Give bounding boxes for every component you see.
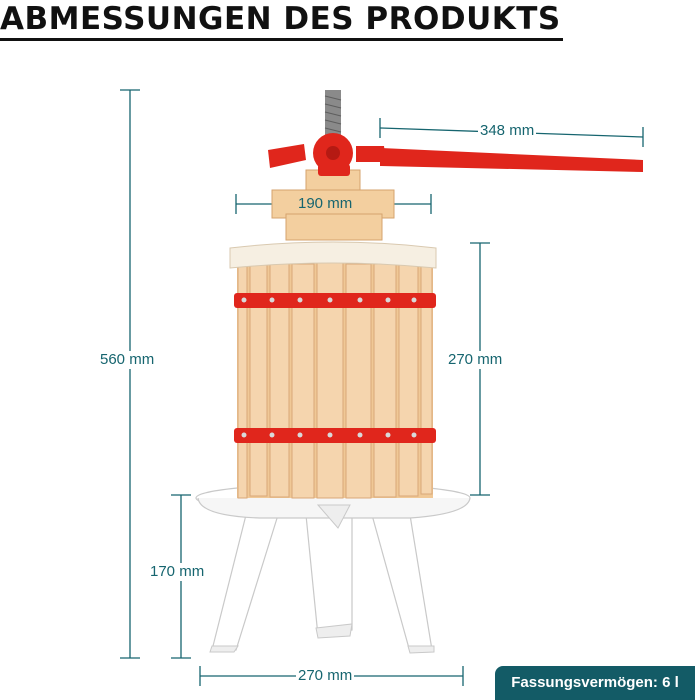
stand-legs [211, 514, 433, 653]
stand-feet [209, 623, 435, 654]
page-title: ABMESSUNGEN DES PRODUKTS [0, 1, 561, 37]
title-underline [0, 38, 563, 41]
stand-height-label: 170 mm [148, 563, 207, 581]
tray-spout [316, 504, 351, 529]
capacity-badge: Fassungsvermögen: 6 l [495, 666, 695, 700]
total-height-label: 560 mm [98, 351, 157, 369]
base-width-label: 270 mm [296, 667, 355, 685]
top-width-label: 190 mm [298, 195, 353, 212]
basket-height-label: 270 mm [446, 351, 505, 369]
handle-length-label: 348 mm [478, 122, 537, 140]
red-handle [268, 133, 643, 176]
wooden-basket [229, 241, 437, 499]
